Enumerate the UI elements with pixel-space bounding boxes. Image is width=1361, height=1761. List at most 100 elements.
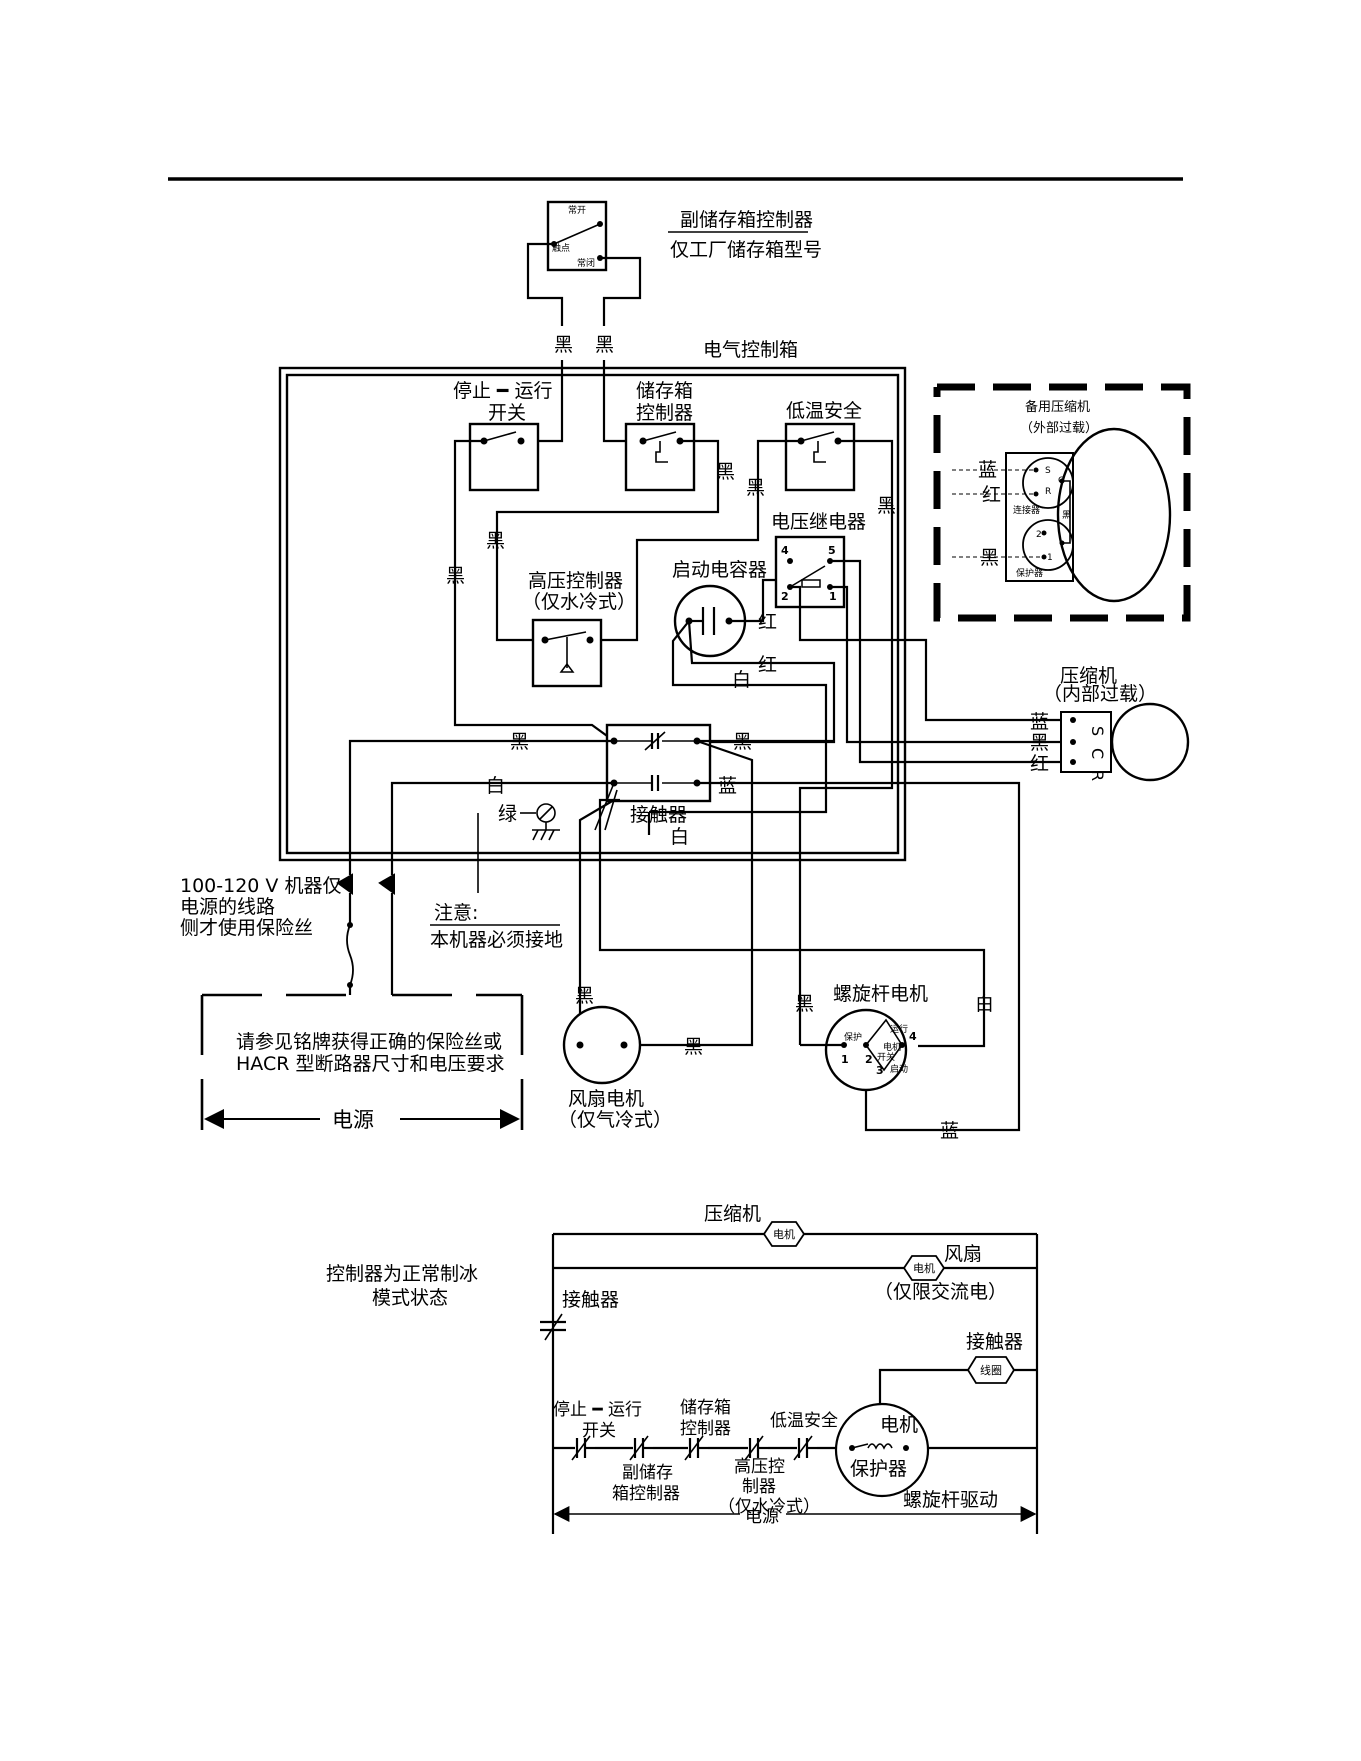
remote-protector-label: 保护器 bbox=[1016, 567, 1043, 579]
relay-pin-label: 5 bbox=[828, 544, 836, 557]
ladder-aux-bin-1: 副储存 bbox=[622, 1463, 673, 1483]
wire-black-label: 黑 bbox=[716, 461, 735, 483]
compressor: 压缩机 （内部过载） S C R 蓝 黑 红 bbox=[1030, 665, 1190, 782]
wire-black-label: 黑 bbox=[554, 334, 573, 356]
wire-black-label: 黑 bbox=[446, 565, 465, 587]
stop-run-switch: 停止 ━ 运行 开关 bbox=[453, 380, 615, 742]
ladder-caption-1: 控制器为正常制冰 bbox=[326, 1263, 478, 1285]
ladder-stop-run-1: 停止 ━ 运行 bbox=[553, 1400, 642, 1420]
remote-terminal-r: R bbox=[1045, 487, 1051, 497]
ladder-compressor-label: 压缩机 bbox=[704, 1203, 761, 1225]
stop-run-bottom-label: 开关 bbox=[488, 402, 526, 424]
fuse-section: 100-120 V 机器仅 电源的线路 侧才使用保险丝 bbox=[180, 873, 395, 995]
accessory-bin-title: 副储存箱控制器 bbox=[680, 209, 813, 231]
ladder-bin-1: 储存箱 bbox=[680, 1398, 731, 1418]
wire-white-label: 白 bbox=[732, 669, 751, 691]
remote-connector-label: 连接器 bbox=[1013, 504, 1040, 516]
ground-note: 注意: 本机器必须接地 bbox=[430, 902, 563, 951]
wire-black-label: 黑 bbox=[575, 985, 594, 1007]
compressor-terminal-r: R bbox=[1088, 770, 1107, 781]
wire-blue-label: 蓝 bbox=[1030, 711, 1049, 733]
nameplate-note-line-2: HACR 型断路器尺寸和电压要求 bbox=[236, 1053, 504, 1075]
power-supply-box: 请参见铭牌获得正确的保险丝或 HACR 型断路器尺寸和电压要求 电源 bbox=[200, 993, 524, 1132]
fuse-note-line-1: 100-120 V 机器仅 bbox=[180, 875, 341, 897]
wire-blue-label: 蓝 bbox=[718, 775, 737, 797]
compressor-terminal-c: C bbox=[1088, 748, 1107, 759]
ground-symbol: 绿 bbox=[477, 803, 560, 893]
ladder-hp-2: 制器 bbox=[742, 1477, 776, 1497]
wire-black-label: 黑 bbox=[1030, 732, 1049, 754]
low-temp-safety-label: 低温安全 bbox=[786, 400, 862, 422]
start-capacitor: 启动电容器 红 红 白 bbox=[649, 559, 836, 814]
wire-black-label: 黑 bbox=[746, 477, 765, 499]
ladder-bin-2: 控制器 bbox=[680, 1419, 731, 1439]
fan-motor: 黑 黑 风扇电机 （仅气冷式） bbox=[558, 985, 703, 1131]
wire-red-label: 红 bbox=[758, 654, 777, 676]
contactor-label: 接触器 bbox=[630, 804, 687, 826]
auger-motor-title: 螺旋杆电机 bbox=[833, 983, 928, 1005]
fan-motor-label-1: 风扇电机 bbox=[568, 1088, 644, 1110]
ladder-caption-2: 模式状态 bbox=[372, 1287, 448, 1309]
fuse-note-line-2: 电源的线路 bbox=[180, 896, 275, 918]
wire-black-label: 黑 bbox=[1062, 510, 1071, 521]
bin-control: 储存箱 控制器 黑 bbox=[495, 380, 735, 642]
ground-note-line-1: 注意: bbox=[434, 902, 478, 924]
ladder-diagram: 控制器为正常制冰 模式状态 电机 压缩机 电机 风扇 （仅限交流电） 接触器 接… bbox=[326, 1203, 1039, 1534]
ladder-power-label: 电源 bbox=[745, 1507, 779, 1527]
ladder-motor-label: 电机 bbox=[773, 1227, 795, 1241]
accessory-bin-control: 常开 触点 常闭 副储存箱控制器 仅工厂储存箱型号 黑 黑 bbox=[526, 200, 822, 356]
compressor-subtitle: （内部过载） bbox=[1043, 683, 1157, 705]
ladder-hp-1: 高压控 bbox=[734, 1457, 785, 1477]
contactor: 接触器 bbox=[594, 723, 712, 831]
auger-motor-label: 电机 bbox=[883, 1041, 901, 1053]
remote-compressor-subtitle: （外部过载） bbox=[1020, 421, 1098, 436]
ladder-protector-label: 保护器 bbox=[850, 1458, 907, 1480]
ladder-hp-3: （仅水冷式） bbox=[718, 1497, 820, 1517]
wire-black-label: 黑 bbox=[877, 495, 896, 517]
ladder-coil-label: 线圈 bbox=[980, 1363, 1002, 1377]
wire-black-label: 黑 bbox=[684, 1036, 703, 1058]
auger-pin: 1 bbox=[841, 1053, 849, 1066]
ladder-contact bbox=[793, 1435, 817, 1461]
protector-pin: 2 bbox=[1036, 530, 1042, 540]
start-capacitor-label: 启动电容器 bbox=[672, 559, 767, 581]
ground-note-line-2: 本机器必须接地 bbox=[430, 929, 563, 951]
wire-black-label: 黑 bbox=[795, 993, 814, 1015]
ladder-contact bbox=[744, 1435, 768, 1461]
wire-green-label: 绿 bbox=[498, 803, 517, 825]
ladder-auger-motor-label: 电机 bbox=[880, 1414, 918, 1436]
relay-pin-label: 4 bbox=[781, 544, 789, 557]
ladder-low-temp: 低温安全 bbox=[770, 1411, 838, 1431]
auger-start-label: 启动 bbox=[890, 1063, 908, 1075]
protector-pin: 1 bbox=[1047, 553, 1053, 563]
wire-black-label: 黑 bbox=[733, 731, 752, 753]
low-temp-safety: 低温安全 黑 黑 bbox=[600, 400, 896, 1045]
ladder-contact bbox=[629, 1435, 653, 1461]
ladder-aux-bin-2: 箱控制器 bbox=[612, 1484, 680, 1504]
fan-motor-label-2: （仅气冷式） bbox=[558, 1109, 672, 1131]
ladder-coil-contactor-label: 接触器 bbox=[966, 1331, 1023, 1353]
power-supply-label: 电源 bbox=[332, 1108, 374, 1132]
contact-nc-label: 常闭 bbox=[577, 257, 595, 269]
remote-compressor: 备用压缩机 （外部过载） S C R 连接器 2 1 保护器 黑 蓝 红 黑 bbox=[933, 383, 1191, 622]
contact-no-label: 常开 bbox=[568, 204, 586, 216]
wire-blue-label: 蓝 bbox=[940, 1120, 959, 1142]
wire-black-label: 黑 bbox=[595, 334, 614, 356]
wire-red-label: 红 bbox=[1030, 753, 1049, 775]
high-pressure-label-2: （仅水冷式） bbox=[522, 591, 636, 613]
ladder-stop-run-2: 开关 bbox=[582, 1421, 616, 1441]
ladder-contactor-label: 接触器 bbox=[562, 1289, 619, 1311]
ladder-contact bbox=[684, 1435, 708, 1461]
high-pressure-label-1: 高压控制器 bbox=[528, 570, 623, 592]
ladder-fan-motor-label: 电机 bbox=[913, 1261, 935, 1275]
remote-compressor-title: 备用压缩机 bbox=[1025, 399, 1090, 415]
wire-white-label: 白 bbox=[486, 775, 505, 797]
control-box-title: 电气控制箱 bbox=[703, 339, 798, 361]
auger-motor: 螺旋杆电机 保护 电机 开关 运行 启动 1 2 4 3 黑 白 蓝 bbox=[795, 983, 994, 1142]
bin-control-label-1: 储存箱 bbox=[636, 380, 693, 402]
auger-pin: 2 bbox=[865, 1053, 873, 1066]
wire-red-label: 红 bbox=[758, 611, 777, 633]
wire-black-label: 黑 bbox=[510, 731, 529, 753]
fuse-note-line-3: 侧才使用保险丝 bbox=[180, 917, 313, 939]
